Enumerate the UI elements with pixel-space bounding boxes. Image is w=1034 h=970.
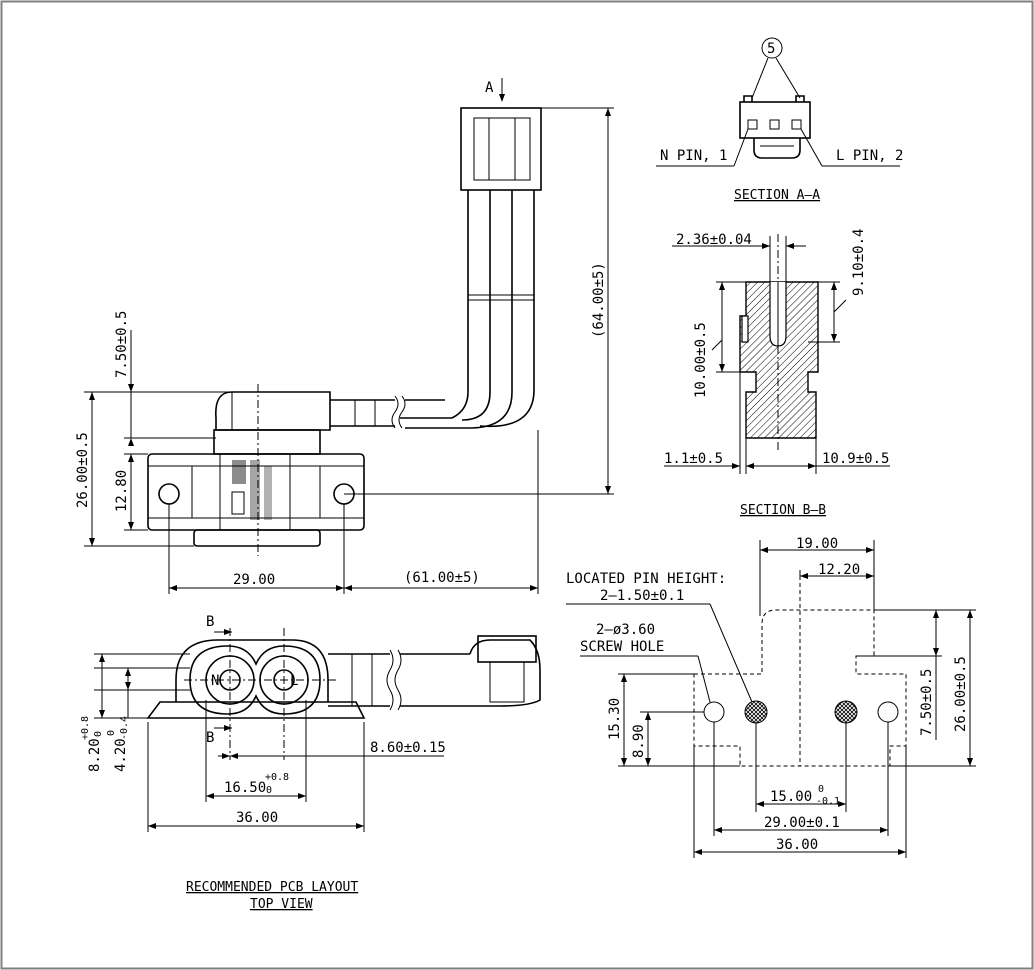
pin-n-label: N (211, 673, 219, 689)
dim-10-9: 10.9±0.5 (822, 451, 889, 467)
dim-7-50: 7.50±0.5 (114, 311, 130, 378)
dim-16-50-tol-lower: 0 (266, 785, 272, 796)
dim-8-20-tol-lower: 0 (93, 731, 104, 737)
dim-4-20: 4.20 (113, 738, 129, 772)
dim-8-20: 8.20 (87, 738, 103, 772)
top-view: 7.50±0.5 26.00±0.5 12.80 (64.00±5) A (75, 78, 614, 594)
located-pin-line1: LOCATED PIN HEIGHT: (566, 571, 726, 587)
pcb-dim-19-00: 19.00 (796, 536, 838, 552)
section-aa: 5 N PIN, 1 L PIN, 2 SECTION A–A (656, 37, 903, 203)
screw-hole-line1: 2–ø3.60 (596, 622, 655, 638)
dim-26-00: 26.00±0.5 (75, 432, 91, 508)
section-b-top: B (206, 614, 214, 630)
l-pin-label: L PIN, 2 (836, 148, 903, 164)
pcb-dim-8-90: 8.90 (631, 724, 647, 758)
dim-16-50: 16.50 (224, 780, 266, 796)
section-bb: 2.36±0.04 9.10±0.4 10.00±0.5 1.1±0.5 10.… (664, 229, 890, 518)
dim-10-00: 10.00±0.5 (693, 322, 709, 398)
dim-29-00: 29.00 (233, 572, 275, 588)
pcb-layout: 19.00 12.20 LOCATED PIN HEIGHT: 2–1.50±0… (186, 536, 976, 912)
pcb-dim-15-00-tol-upper: 0 (818, 784, 824, 795)
screw-hole-line2: SCREW HOLE (580, 639, 664, 655)
pcb-dim-7-50: 7.50±0.5 (919, 669, 935, 736)
dim-61-00: (61.00±5) (404, 570, 480, 586)
dim-36-00: 36.00 (236, 810, 278, 826)
dim-4-20-tol-lower: -0.4 (119, 716, 130, 740)
pcb-dim-29-00: 29.00±0.1 (764, 815, 840, 831)
dim-4-20-tol-upper: 0 (106, 730, 117, 736)
section-aa-balloon: 5 (767, 41, 775, 57)
front-view: N L B B 8.20 +0.8 0 (80, 614, 541, 832)
pin-l-label: L (290, 673, 298, 689)
section-a-marker: A (485, 80, 494, 96)
n-pin-label: N PIN, 1 (660, 148, 727, 164)
pcb-dim-15-00-tol-lower: -0.1 (816, 796, 840, 807)
dim-12-80: 12.80 (114, 470, 130, 512)
dim-2-36: 2.36±0.04 (676, 232, 752, 248)
located-pin-line2: 2–1.50±0.1 (600, 588, 684, 604)
pcb-dim-36-00: 36.00 (776, 837, 818, 853)
dim-8-20-tol-upper: +0.8 (80, 716, 91, 740)
dim-1-1: 1.1±0.5 (664, 451, 723, 467)
dim-64-00: (64.00±5) (591, 262, 607, 338)
dim-9-10: 9.10±0.4 (851, 229, 867, 296)
section-b-bottom: B (206, 730, 214, 746)
dim-8-60: 8.60±0.15 (370, 740, 446, 756)
section-aa-title: SECTION A–A (734, 188, 820, 203)
pcb-title-line1: RECOMMENDED PCB LAYOUT (186, 880, 358, 895)
pcb-dim-15-30: 15.30 (607, 698, 623, 740)
pcb-dim-12-20: 12.20 (818, 562, 860, 578)
pcb-dim-26-00: 26.00±0.5 (953, 656, 969, 732)
pcb-title-line2: TOP VIEW (250, 897, 313, 912)
pcb-dim-15-00: 15.00 (770, 789, 812, 805)
dim-16-50-tol-upper: +0.8 (265, 772, 289, 783)
section-bb-title: SECTION B–B (740, 503, 826, 518)
